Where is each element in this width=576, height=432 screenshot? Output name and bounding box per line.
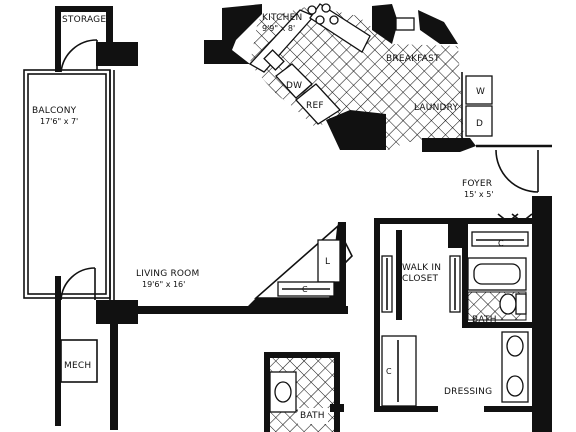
room-label-breakfast: BREAKFAST [386,54,440,64]
living-south-wall [118,306,348,314]
room-label-living: LIVING ROOM [136,269,199,279]
fixture-label-linen: L [325,257,330,267]
fixture-label-dryer: D [476,119,483,129]
suite-walls [374,218,532,412]
kitchen-walls [204,4,552,152]
sink-icon [506,335,524,357]
room-size-balcony: 17'6" x 7' [40,117,78,126]
room-label-foyer: FOYER [462,179,492,189]
room-label-kitchen: KITCHEN [262,13,302,23]
room-size-kitchen: 9'9" x 8' [262,24,295,33]
entry-door-swing [495,149,539,193]
kitchen-tile-floor [250,6,464,150]
room-label-dressing: DRESSING [444,387,492,397]
west-wall [55,276,61,426]
fixture-label-washer: W [476,87,485,97]
sink-icon [506,375,524,397]
kitchen-sink [263,49,285,71]
room-label-walkin-2: CLOSET [402,274,438,284]
fixture-label-closet-living: C [302,285,308,294]
fixture-label-closet-dressing: C [386,367,392,376]
room-label-laundry: LAUNDRY [414,103,459,113]
sink-icon [274,381,292,403]
kitchen-counters [248,3,415,125]
mech-closet [60,300,138,430]
room-label-storage: STORAGE [62,15,106,25]
fixture-label-dishwasher: DW [286,81,302,91]
refrigerator-box [295,83,342,125]
laundry-appliances [461,72,493,140]
master-bath-fixtures [467,257,529,403]
room-label-bath-master: BATH [472,315,497,325]
stove-burner-icon [329,15,339,25]
balcony-area [23,69,115,300]
washer-box [465,75,493,105]
room-size-foyer: 15' x 5' [464,190,494,199]
balcony-door-swing [60,267,96,301]
dryer-box [465,105,493,137]
closet-shelves [381,231,529,407]
dishwasher-box [275,63,313,99]
room-label-mech: MECH [64,361,91,371]
stove-burner-icon [307,5,317,15]
toilet-icon [499,293,517,315]
storage-area [55,6,138,73]
fixture-label-refrigerator: REF [306,101,324,111]
lower-bath [264,352,344,432]
stove-burner-icon [315,15,325,25]
living-closets [248,222,353,306]
fixture-label-closet-foyer: C [498,239,504,248]
room-label-walkin-1: WALK IN [402,263,441,273]
room-label-balcony: BALCONY [32,106,77,116]
room-label-bath-lower: BATH [300,411,325,421]
stove-burner-icon [321,3,331,13]
room-size-living: 19'6" x 16' [142,280,185,289]
